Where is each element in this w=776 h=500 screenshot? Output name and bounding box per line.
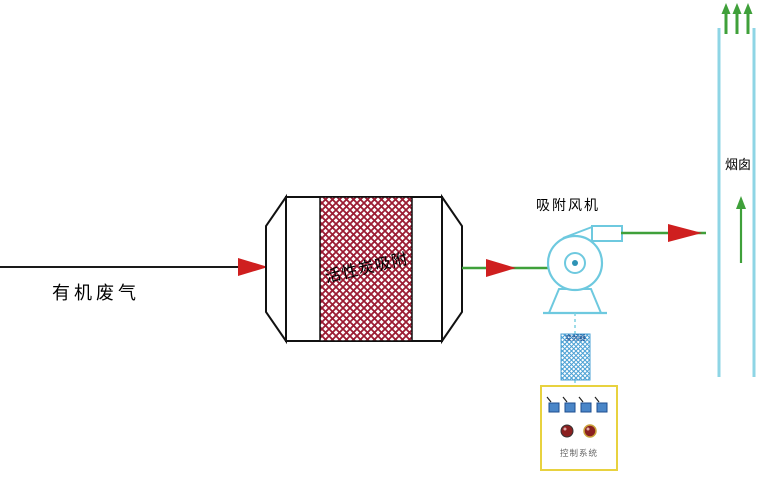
flow-arrow-right-3 — [668, 224, 702, 242]
fan-stand — [547, 288, 603, 314]
fan-outlet-duct — [591, 225, 623, 242]
adsorption-fan — [543, 225, 623, 315]
chimney-exhaust-arrows — [721, 3, 753, 34]
control-system-box — [540, 385, 618, 471]
indicator-pointer-2 — [562, 396, 568, 403]
adsorber-right-end — [441, 193, 463, 345]
knob-highlight-2 — [586, 427, 590, 431]
inverter-box — [560, 333, 591, 381]
indicator-pointer-1 — [546, 396, 552, 403]
control-knob-2 — [583, 424, 597, 438]
chimney-updraft-arrowhead — [736, 196, 746, 209]
flow-arrow-right-1 — [238, 258, 268, 276]
knob-highlight-1 — [563, 427, 567, 431]
control-indicators — [546, 396, 608, 413]
control-knobs — [560, 424, 597, 438]
control-indicator-4 — [596, 402, 608, 413]
adsorption-fan-label: 吸附风机 — [536, 199, 600, 214]
control-knob-1 — [560, 424, 574, 438]
indicator-pointer-4 — [594, 396, 600, 403]
inverter-label: 变频器 — [565, 334, 586, 342]
waste-gas-label: 有机废气 — [52, 283, 140, 303]
control-indicator-3 — [580, 402, 592, 413]
flow-arrow-right-2 — [486, 259, 516, 277]
adsorber-left-end — [265, 193, 287, 345]
chimney-exhaust-arrowhead-1 — [721, 3, 731, 14]
chimney-label: 烟囱 — [724, 157, 751, 172]
control-indicator-1 — [548, 402, 560, 413]
fan-hub — [572, 260, 578, 266]
chimney-exhaust-arrowhead-3 — [743, 3, 753, 14]
control-indicator-2 — [564, 402, 576, 413]
chimney-exhaust-arrowhead-2 — [732, 3, 742, 14]
carbon-bed-hatch — [319, 196, 413, 342]
control-system-label: 控制系统 — [559, 448, 598, 458]
indicator-pointer-3 — [578, 396, 584, 403]
